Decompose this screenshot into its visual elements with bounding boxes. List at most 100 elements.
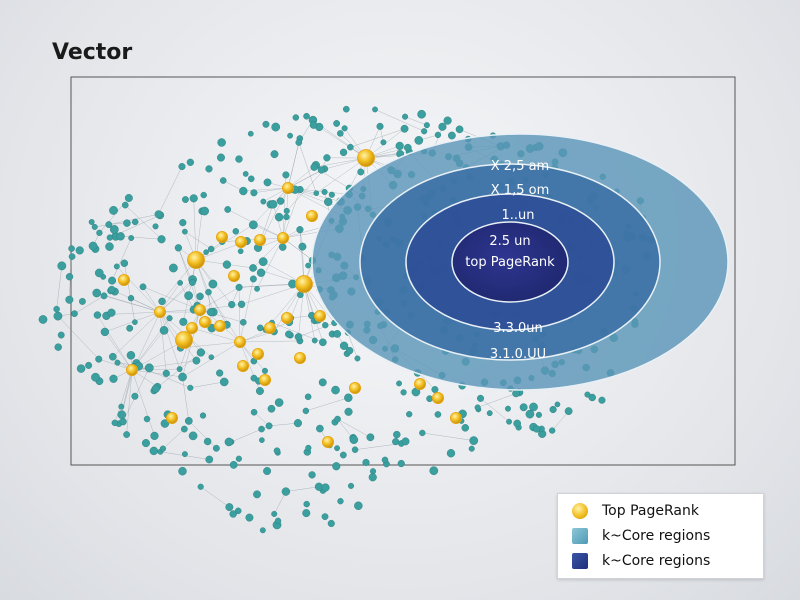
network-node — [443, 116, 452, 125]
ring-label: 2.5 un — [489, 234, 530, 249]
network-node — [208, 354, 215, 361]
top-pagerank-node — [305, 209, 318, 222]
top-pagerank-node — [293, 351, 306, 364]
legend-label: k~Core regions — [602, 553, 711, 569]
network-node — [468, 445, 475, 452]
network-node — [159, 326, 169, 335]
network-node — [249, 275, 257, 283]
network-node — [187, 384, 194, 391]
network-node — [256, 324, 264, 332]
network-node — [535, 411, 542, 418]
network-node — [505, 405, 511, 412]
network-edge — [303, 283, 315, 341]
network-node — [109, 206, 118, 215]
network-node — [402, 113, 409, 120]
network-node — [108, 276, 117, 285]
network-node — [196, 292, 204, 301]
network-node — [305, 444, 312, 451]
network-node — [525, 409, 535, 419]
network-node — [91, 372, 100, 382]
network-node — [126, 351, 136, 360]
legend-label: k~Core regions — [602, 528, 711, 544]
network-node — [304, 393, 312, 401]
network-node — [400, 124, 409, 133]
network-node — [298, 242, 307, 251]
top-pagerank-node — [187, 251, 205, 269]
network-node — [162, 369, 170, 377]
network-node — [334, 415, 341, 423]
ring-label: 3.3.0un — [493, 321, 543, 336]
network-node — [271, 510, 278, 517]
network-node — [128, 235, 135, 241]
network-node — [259, 527, 266, 534]
top-pagerank-node — [215, 230, 228, 243]
top-pagerank-node — [118, 273, 131, 286]
network-edge — [299, 229, 305, 285]
network-edge — [125, 204, 162, 240]
legend-item-top-pagerank: Top PageRank — [572, 500, 699, 522]
network-node — [419, 429, 426, 437]
network-node — [295, 139, 303, 146]
network-node — [431, 386, 439, 393]
network-node — [318, 378, 327, 387]
network-edge — [287, 142, 300, 189]
network-node — [303, 112, 310, 120]
network-node — [434, 411, 442, 418]
network-node — [397, 459, 405, 468]
network-node — [554, 401, 561, 408]
network-edge — [252, 237, 284, 269]
network-node — [259, 437, 265, 443]
network-node — [262, 120, 270, 128]
network-node — [224, 206, 232, 213]
top-pagerank-node — [236, 359, 249, 372]
network-node — [446, 449, 456, 458]
network-node — [178, 466, 187, 476]
network-node — [178, 163, 186, 171]
network-node — [176, 366, 183, 372]
network-node — [235, 455, 242, 462]
top-pagerank-node — [185, 321, 198, 334]
network-node — [354, 355, 361, 362]
network-node — [229, 461, 238, 469]
network-edge — [56, 265, 63, 310]
network-node — [54, 343, 62, 351]
network-node — [258, 257, 268, 267]
network-node — [362, 458, 370, 467]
network-node — [327, 519, 335, 528]
network-node — [120, 259, 129, 267]
network-node — [118, 403, 125, 410]
network-node — [144, 363, 154, 373]
network-node — [224, 437, 234, 447]
network-node — [53, 305, 60, 313]
network-node — [598, 396, 606, 404]
network-node — [114, 359, 121, 366]
network-edge — [404, 116, 427, 126]
network-node — [333, 120, 341, 127]
network-node — [339, 148, 348, 157]
ring-label: X 2,5 am — [491, 159, 549, 174]
network-node — [584, 391, 591, 398]
legend-label: Top PageRank — [602, 503, 699, 519]
network-node — [316, 424, 324, 433]
network-edge — [131, 369, 183, 378]
top-pagerank-node — [313, 309, 326, 322]
network-node — [68, 245, 75, 252]
network-edge — [142, 286, 201, 311]
network-node — [169, 263, 178, 273]
network-edge — [274, 491, 287, 515]
network-node — [247, 130, 254, 137]
legend: Top PageRank k~Core regions k~Core regio… — [557, 493, 764, 579]
network-node — [476, 394, 485, 402]
network-node — [273, 447, 281, 455]
network-edge — [298, 142, 317, 194]
network-node — [396, 380, 402, 387]
network-node — [131, 218, 139, 226]
network-edge — [480, 398, 510, 422]
network-node — [203, 249, 209, 255]
network-node — [380, 139, 387, 146]
network-node — [321, 188, 328, 195]
network-node — [434, 131, 442, 139]
network-edge — [159, 311, 167, 374]
network-node — [303, 500, 310, 508]
network-edge — [116, 266, 161, 313]
